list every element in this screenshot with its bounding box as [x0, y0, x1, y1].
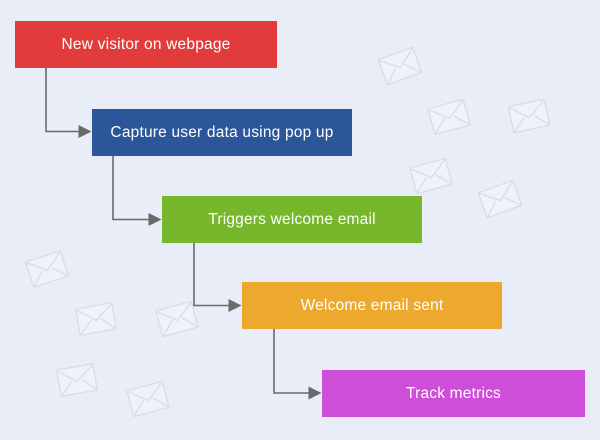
flow-node-label: Triggers welcome email	[208, 210, 376, 228]
connector-line	[273, 329, 309, 394]
flow-node-welcome-email-sent: Welcome email sent	[242, 282, 502, 329]
arrowhead-icon	[228, 299, 242, 312]
connector-line	[45, 68, 79, 133]
arrowhead-icon	[308, 386, 322, 400]
flow-node-label: New visitor on webpage	[61, 35, 231, 53]
flow-node-label: Welcome email sent	[300, 296, 444, 314]
flow-node-label: Capture user data using pop up	[110, 123, 334, 141]
arrowhead-icon	[148, 213, 162, 226]
flow-node-label: Track metrics	[405, 384, 502, 402]
flow-node-capture-user-data: Capture user data using pop up	[92, 109, 352, 156]
connector-line	[112, 156, 149, 221]
arrowhead-icon	[78, 125, 92, 138]
connector-line	[193, 243, 229, 307]
flow-node-track-metrics: Track metrics	[322, 370, 585, 417]
flow-node-triggers-welcome-email: Triggers welcome email	[162, 196, 422, 243]
flow-node-new-visitor: New visitor on webpage	[15, 21, 277, 68]
